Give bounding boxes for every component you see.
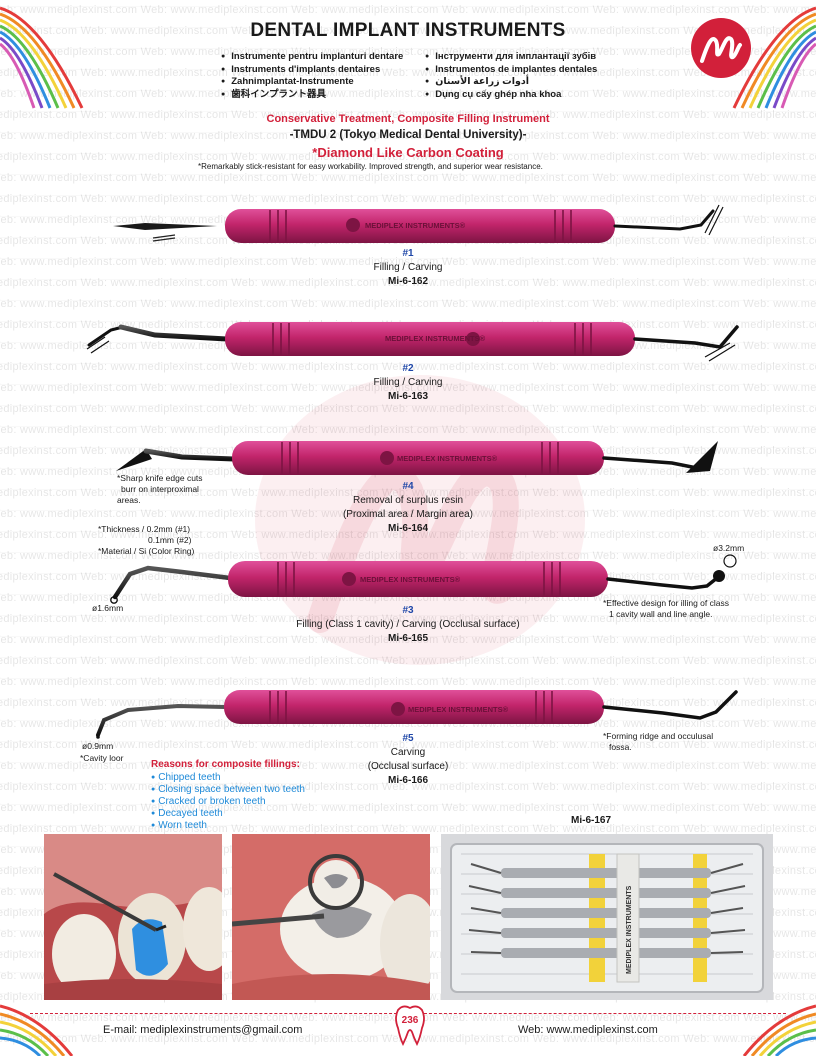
language-item: أدوات زراعة الأسنان: [425, 76, 597, 89]
knife-edge-note: *Sharp knife edge cuts burr on interprox…: [117, 473, 203, 505]
kit-code: Mi-6-167: [571, 815, 612, 826]
reason-item: Worn teeth: [158, 820, 305, 832]
diameter-3-2-label: ø3.2mm: [713, 543, 745, 553]
instrument-name: Filling (Class 1 cavity) / Carving (Occl…: [296, 619, 520, 630]
instrument-code: Mi-6-164: [387, 523, 428, 534]
diameter-0-9-label: ø0.9mm: [82, 741, 114, 751]
instrument-mi-6-162: MEDIPLEX INSTRUMENTS®: [113, 204, 724, 243]
photo-composite-filling: [44, 834, 222, 1000]
coating-note: *Remarkably stick-resistant for easy wor…: [198, 162, 543, 171]
mediplex-logo: [691, 18, 751, 78]
instrument-name: (Occlusal surface): [367, 761, 449, 772]
handle-brand-text: MEDIPLEX INSTRUMENTS®: [385, 334, 486, 343]
footer-email: E-mail: mediplexinstruments@gmail.com: [103, 1024, 303, 1036]
reason-item: Chipped teeth: [158, 772, 305, 784]
rainbow-corner-bottom-right: [742, 1004, 816, 1056]
footer-website: Web: www.mediplexinst.com: [518, 1024, 658, 1036]
rainbow-corner-top-right: [732, 6, 816, 109]
language-item: Instrumentos de implantes dentales: [425, 64, 597, 77]
instrument-number: #5: [402, 733, 414, 744]
spec-thickness-note: *Thickness / 0.2mm (#1) 0.1mm (#2) *Mate…: [98, 524, 195, 556]
instrument-number: #1: [402, 248, 414, 259]
reason-item: Closing space between two teeth: [158, 784, 305, 796]
forming-ridge-note: *Forming ridge and occulusal fossa.: [603, 731, 714, 752]
instrument-name: Removal of surplus resin: [352, 495, 464, 506]
instrument-name: Filling / Carving: [373, 377, 443, 388]
instrument-mi-6-164: MEDIPLEX INSTRUMENTS®: [116, 441, 718, 475]
language-item: Інструменти для імплантації зубів: [425, 51, 597, 64]
coating-heading: *Diamond Like Carbon Coating: [312, 145, 504, 160]
language-list-right: Інструменти для імплантації зубів Instru…: [425, 51, 597, 101]
language-item: Instruments d'implants dentaires: [221, 64, 403, 77]
photo-instrument-kit: MEDIPLEX INSTRUMENTS: [441, 834, 773, 1000]
instrument-mi-6-165: MEDIPLEX INSTRUMENTS®: [110, 554, 737, 604]
instrument-caption-3: #3 Filling (Class 1 cavity) / Carving (O…: [0, 604, 816, 646]
handle-brand-text: MEDIPLEX INSTRUMENTS®: [408, 705, 509, 714]
language-item: Instrumente pentru implanturi dentare: [221, 51, 403, 64]
instrument-name: Carving: [390, 747, 426, 758]
instrument-caption-4: #4 Removal of surplus resin (Proximal ar…: [0, 480, 816, 536]
handle-brand-text: MEDIPLEX INSTRUMENTS®: [365, 221, 466, 230]
handle-brand-text: MEDIPLEX INSTRUMENTS®: [397, 454, 498, 463]
diameter-1-6-label: ø1.6mm: [92, 603, 124, 613]
language-list-left: Instrumente pentru implanturi dentare In…: [221, 51, 403, 101]
language-item: Zahnimplantat-Instrumente: [221, 76, 403, 89]
instrument-name: (Proximal area / Margin area): [342, 509, 474, 520]
photo-tooth-filling: [232, 834, 430, 1000]
section-institution: -TMDU 2 (Tokyo Medical Dental University…: [289, 129, 527, 141]
kit-box-label: MEDIPLEX INSTRUMENTS: [626, 885, 633, 974]
reason-item: Decayed teeth: [158, 808, 305, 820]
page-number: 236: [401, 1015, 419, 1026]
tooth-icon: [395, 1005, 425, 1046]
instrument-number: #4: [402, 481, 414, 492]
language-item: 歯科インプラント器具: [221, 89, 403, 102]
instrument-name: Filling / Carving: [373, 262, 443, 273]
page-title: DENTAL IMPLANT INSTRUMENTS: [250, 20, 566, 41]
section-subtitle: Conservative Treatment, Composite Fillin…: [266, 113, 550, 125]
handle-brand-text: MEDIPLEX INSTRUMENTS®: [360, 575, 461, 584]
effective-design-note: *Effective design for illing of class 1 …: [603, 598, 729, 619]
instrument-code: Mi-6-163: [387, 391, 428, 402]
instrument-caption-1: #1 Filling / Carving Mi-6-162: [0, 247, 816, 289]
instrument-number: #3: [402, 605, 414, 616]
instrument-code: Mi-6-166: [387, 775, 428, 786]
rainbow-corner-top-left: [0, 6, 84, 109]
reasons-list: Reasons for composite fillings: Chipped …: [151, 759, 305, 832]
reasons-heading: Reasons for composite fillings:: [151, 759, 300, 770]
instrument-mi-6-163: MEDIPLEX INSTRUMENTS®: [86, 322, 739, 362]
rainbow-corner-bottom-left: [0, 1004, 74, 1056]
instrument-caption-5: #5 Carving (Occlusal surface) Mi-6-166: [0, 732, 816, 788]
cavity-floor-note: *Cavity loor: [80, 753, 124, 763]
instrument-mi-6-166: MEDIPLEX INSTRUMENTS®: [96, 690, 738, 739]
instrument-code: Mi-6-165: [387, 633, 428, 644]
instrument-code: Mi-6-162: [387, 276, 428, 287]
instrument-caption-2: #2 Filling / Carving Mi-6-163: [0, 362, 816, 404]
instrument-number: #2: [402, 363, 414, 374]
language-item: Dụng cụ cấy ghép nha khoa: [425, 89, 597, 102]
reason-item: Cracked or broken teeth: [158, 796, 305, 808]
